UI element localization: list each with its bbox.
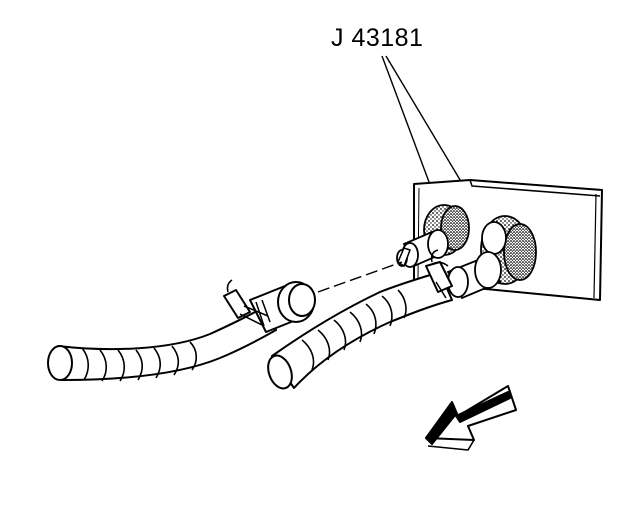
right-heater-hose [267,249,453,390]
leader-line-upper-tool [381,55,433,191]
alignment-line [317,261,403,293]
left-heater-hose [47,279,316,382]
adapter-tool-lower [425,215,537,300]
front-direction-arrow [425,385,517,451]
tool-callout-label: J 43181 [331,24,424,52]
tube-end-clip-upper [397,247,411,268]
